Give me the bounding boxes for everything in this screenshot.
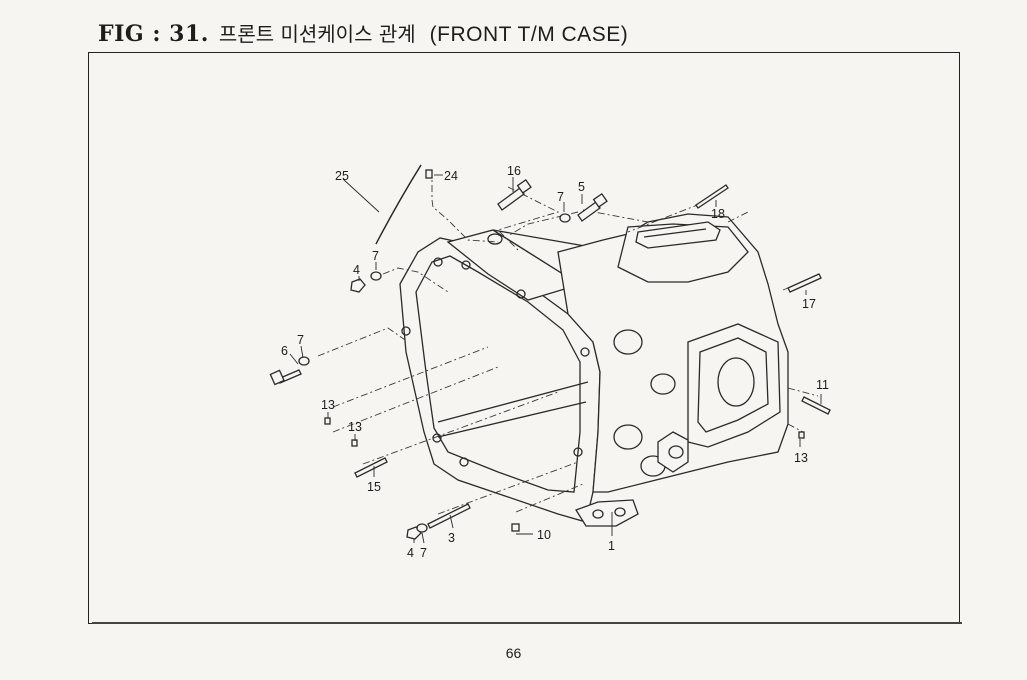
frame-shadow (92, 622, 962, 624)
callout-24: 24 (444, 169, 458, 183)
callout-13-center: 13 (348, 420, 362, 434)
part-callouts: 25 24 16 5 7 18 17 11 13 7 4 7 6 13 13 1… (281, 164, 829, 560)
exploded-parts-diagram: 25 24 16 5 7 18 17 11 13 7 4 7 6 13 13 1… (269, 164, 831, 560)
callout-7-lower: 7 (420, 546, 427, 560)
callout-15: 15 (367, 480, 381, 494)
callout-13-left: 13 (321, 398, 335, 412)
callout-7-upper-left: 7 (372, 249, 379, 263)
figure-title: FIG : 31. 프론트 미션케이스 관계 (FRONT T/M CASE) (98, 18, 628, 47)
leader-lines (289, 174, 822, 544)
callout-7-top: 7 (557, 190, 564, 204)
callout-3: 3 (448, 531, 455, 545)
callout-17: 17 (802, 297, 816, 311)
callout-10: 10 (537, 528, 551, 542)
callout-11: 11 (816, 378, 829, 392)
callout-4-lower: 4 (407, 546, 414, 560)
front-tm-case (399, 213, 789, 527)
callout-4-upper: 4 (353, 263, 360, 277)
callout-13-right: 13 (794, 451, 808, 465)
callout-1: 1 (608, 539, 615, 553)
figure-title-english: (FRONT T/M CASE) (429, 23, 629, 46)
callout-7-left: 7 (297, 333, 304, 347)
callout-25: 25 (335, 169, 349, 183)
callout-5: 5 (578, 180, 585, 194)
figure-number: FIG : 31. (98, 21, 209, 47)
hardware-parts (269, 164, 831, 540)
callout-16: 16 (507, 164, 521, 178)
alignment-center-lines (317, 170, 819, 515)
callout-6: 6 (281, 344, 288, 358)
page-number: 66 (505, 645, 522, 661)
callout-18: 18 (711, 207, 725, 221)
figure-title-korean: 프론트 미션케이스 관계 (218, 22, 416, 46)
